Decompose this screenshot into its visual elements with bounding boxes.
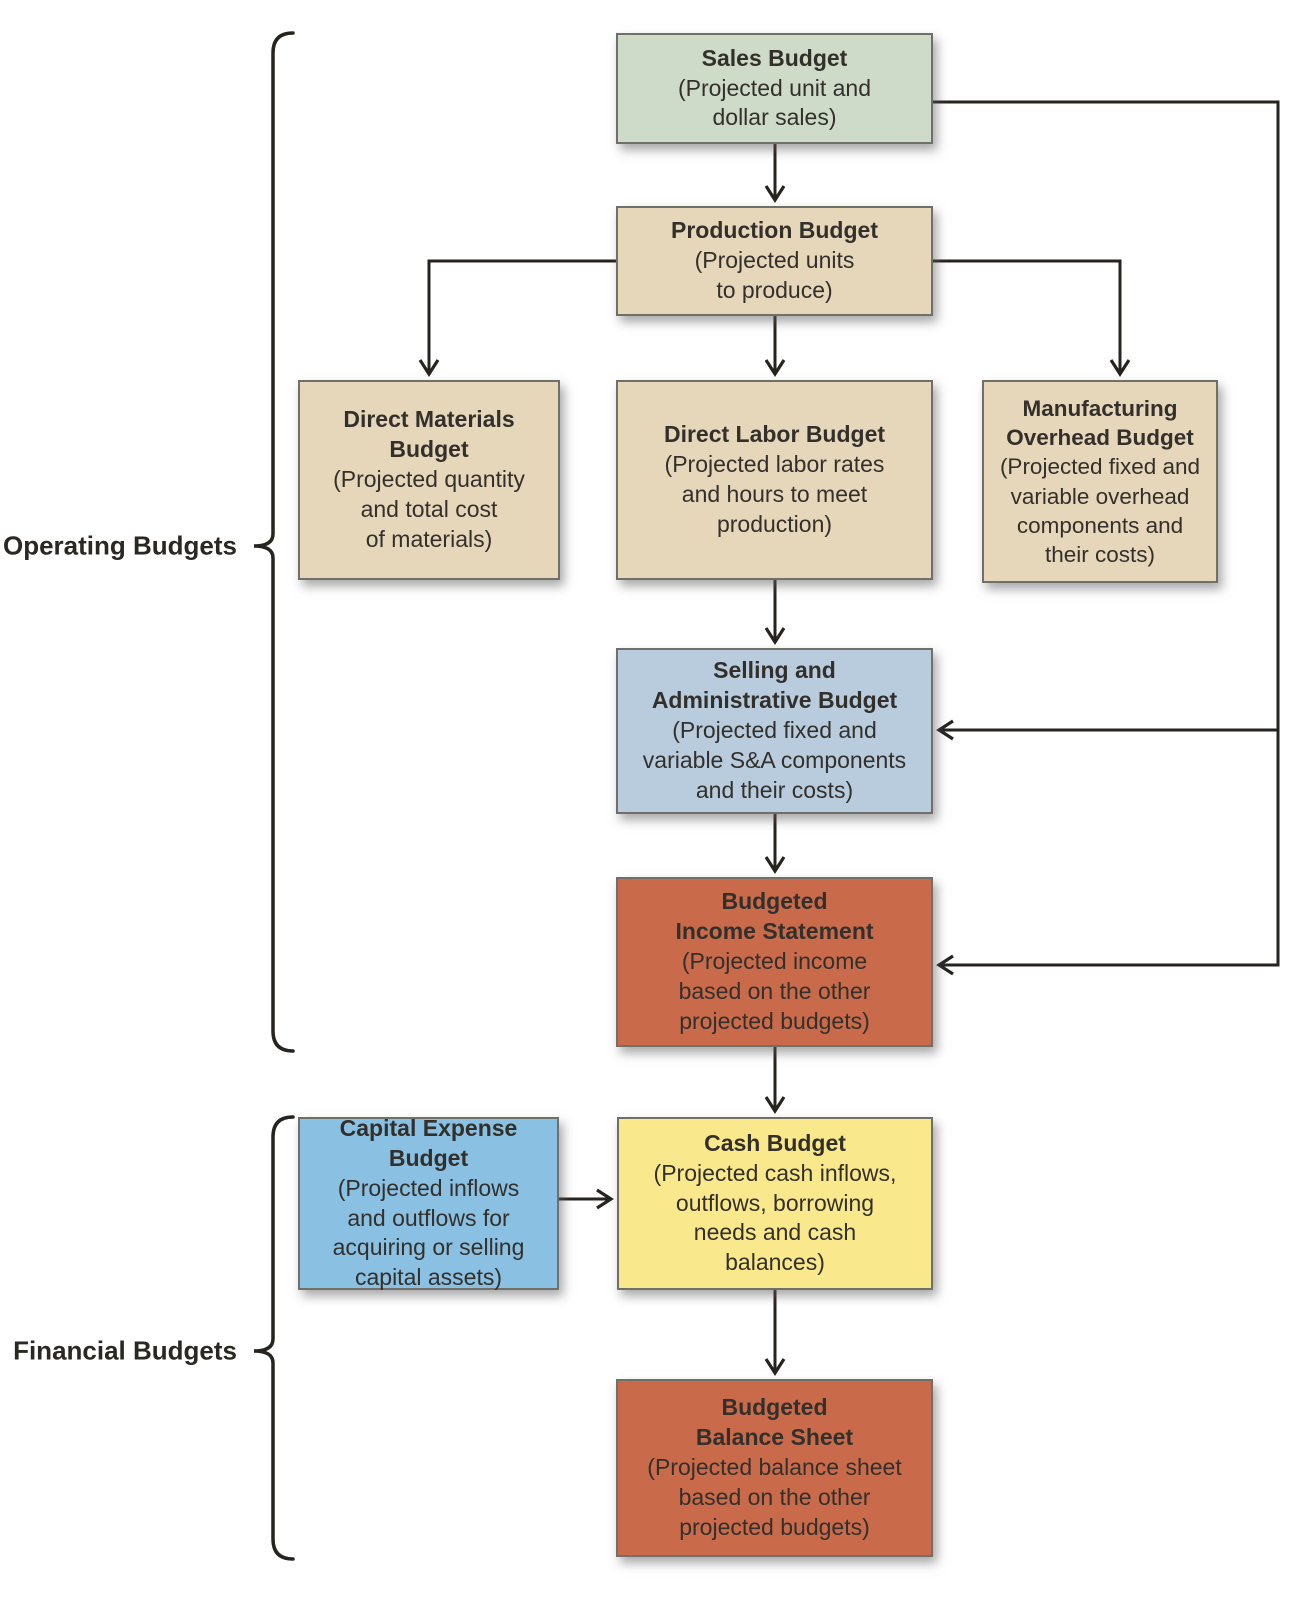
box-desc: (Projected fixed and variable S&A compon…: [642, 717, 907, 803]
box-title: Production Budget: [671, 217, 878, 244]
direct-materials-budget-box: Direct Materials Budget (Projected quant…: [298, 380, 560, 580]
box-desc: (Projected balance sheet based on the ot…: [647, 1454, 902, 1540]
direct-labor-budget-box: Direct Labor Budget (Projected labor rat…: [616, 380, 933, 580]
box-title: Manufacturing Overhead Budget: [1006, 395, 1194, 450]
box-title: Capital Expense Budget: [339, 1114, 518, 1171]
cash-budget-box: Cash Budget (Projected cash inflows, out…: [617, 1117, 933, 1290]
box-desc: (Projected fixed and variable overhead c…: [999, 454, 1201, 567]
box-title: Sales Budget: [701, 44, 848, 71]
box-desc: (Projected cash inflows, outflows, borro…: [653, 1159, 897, 1276]
arrow-production-to-manufacturing-overhead: [933, 259, 1131, 377]
budgeted-balance-sheet-box: Budgeted Balance Sheet (Projected balanc…: [616, 1379, 933, 1557]
arrow-production-to-direct-materials: [418, 259, 616, 377]
box-title: Budgeted Balance Sheet: [695, 1394, 854, 1451]
box-title: Budgeted Income Statement: [675, 888, 874, 945]
financial-budgets-brace: [253, 1115, 295, 1561]
box-desc: (Projected units to produce): [694, 247, 855, 303]
box-desc: (Projected quantity and total cost of ma…: [333, 466, 525, 552]
box-desc: (Projected labor rates and hours to meet…: [664, 451, 885, 537]
box-desc: (Projected unit and dollar sales): [677, 74, 872, 131]
box-title: Selling and Administrative Budget: [651, 657, 898, 714]
production-budget-box: Production Budget (Projected units to pr…: [616, 206, 933, 316]
box-title: Direct Labor Budget: [663, 421, 886, 448]
budgeted-income-statement-box: Budgeted Income Statement (Projected inc…: [616, 877, 933, 1047]
box-title: Direct Materials Budget: [343, 406, 515, 463]
box-desc: (Projected inflows and outflows for acqu…: [332, 1174, 525, 1291]
arrow-sales-to-income-statement: [933, 100, 1280, 976]
sales-budget-box: Sales Budget (Projected unit and dollar …: [616, 33, 933, 144]
manufacturing-overhead-budget-box: Manufacturing Overhead Budget (Projected…: [982, 380, 1218, 583]
selling-admin-budget-box: Selling and Administrative Budget (Proje…: [616, 648, 933, 814]
box-title: Cash Budget: [704, 1129, 846, 1156]
financial-budgets-label: Financial Budgets: [13, 1335, 237, 1366]
box-desc: (Projected income based on the other pro…: [678, 948, 871, 1034]
operating-budgets-label: Operating Budgets: [2, 530, 237, 561]
capital-expense-budget-box: Capital Expense Budget (Projected inflow…: [298, 1114, 559, 1290]
operating-budgets-brace: [253, 31, 295, 1053]
